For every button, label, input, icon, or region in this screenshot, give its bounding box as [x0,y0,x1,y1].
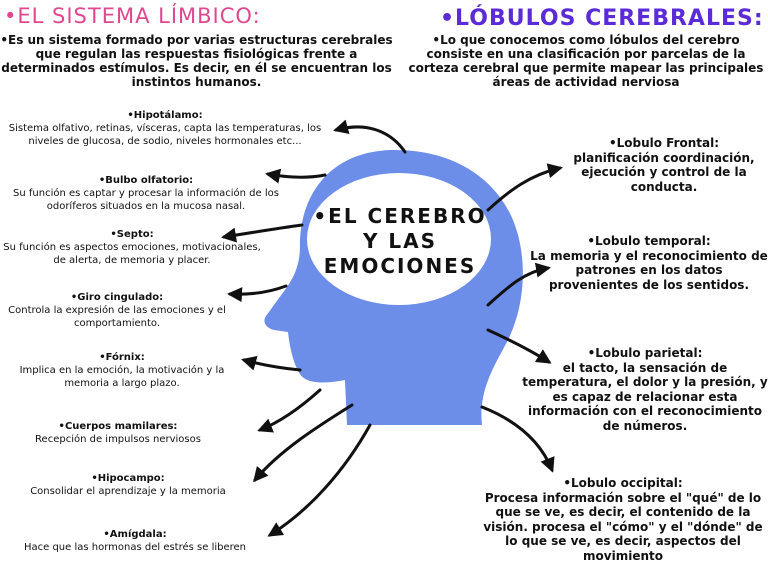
arrow-hipocampo [253,403,354,483]
arrow-frontal [486,163,563,212]
limbic-item-hipotalamo: •Hipotálamo: Sistema olfativo, retinas, … [0,109,330,148]
limbic-item-head: •Amígdala: [103,529,167,540]
limbic-item-head: •Hipocampo: [91,473,165,484]
limbic-item-body: Recepción de impulsos nerviosos [35,434,201,445]
lobe-item-body: Procesa información sobre el "qué" de lo… [483,490,763,563]
limbic-item-body: Sistema olfativo, retinas, vísceras, cap… [8,123,322,147]
limbic-item-bulbo: •Bulbo olfatorio: Su función es captar y… [0,174,292,213]
limbic-item-body: Controla la expresión de las emociones y… [8,305,226,329]
limbic-item-head: •Cuerpos mamilares: [58,421,178,432]
lobe-item-frontal: •Lobulo Frontal: planificación coordinac… [568,136,760,194]
limbic-item-body: Implica en la emoción, la motivación y l… [19,365,225,389]
lobe-item-body: el tacto, la sensación de temperatura, e… [522,360,768,433]
center-line-3: EMOCIONES [323,254,477,278]
lobes-intro: •Lo que conocemos como lóbulos del cereb… [408,33,764,89]
limbic-intro: •Es un sistema formado por varias estruc… [0,33,393,89]
lobe-item-body: La memoria y el reconocimiento de patron… [530,248,768,292]
lobe-item-head: •Lobulo occipital: [563,476,683,490]
arrow-temporal [486,262,551,307]
limbic-item-hipocampo: •Hipocampo: Consolidar el aprendizaje y … [0,472,256,498]
lobe-item-head: •Lobulo Frontal: [608,136,720,150]
lobe-item-temporal: •Lobulo temporal: La memoria y el recono… [530,234,768,292]
head-bubble [307,173,491,305]
arrow-giro [227,284,288,303]
limbic-item-body: Hace que las hormonas del estrés se libe… [23,542,247,553]
arrow-fornix [241,355,302,372]
arrow-mamilares [257,388,322,433]
limbic-item-head: •Fórnix: [99,352,145,363]
limbic-item-head: •Septo: [110,229,154,240]
lobe-item-parietal: •Lobulo parietal: el tacto, la sensación… [522,346,768,433]
center-title: •EL CEREBRO Y LAS EMOCIONES [300,204,500,279]
center-line-2: Y LAS [362,229,438,253]
limbic-item-head: •Bulbo olfatorio: [98,175,194,186]
limbic-item-body: Consolidar el aprendizaje y la memoria [30,486,226,497]
limbic-title: •EL SISTEMA LÍMBICO: [4,4,261,28]
arrow-occipital [480,405,555,473]
arrow-bulbo [265,168,327,184]
lobe-item-body: planificación coordinación, ejecución y … [573,150,755,194]
limbic-item-body: Su función es aspectos emociones, motiva… [3,242,261,266]
limbic-item-amigdala: •Amígdala: Hace que las hormonas del est… [0,528,270,554]
limbic-item-fornix: •Fórnix: Implica en la emoción, la motiv… [0,351,244,390]
limbic-item-mamilares: •Cuerpos mamilares: Recepción de impulso… [0,420,236,446]
limbic-item-septo: •Septo: Su función es aspectos emociones… [0,228,264,267]
limbic-item-head: •Giro cingulado: [70,292,164,303]
limbic-item-head: •Hipotálamo: [127,110,203,121]
arrow-hipotalamo [333,119,407,154]
limbic-item-body: Su función es captar y procesar la infor… [13,188,279,212]
limbic-item-giro: •Giro cingulado: Controla la expresión d… [0,291,234,330]
lobes-title: •LÓBULOS CEREBRALES: [440,6,764,31]
lobe-item-head: •Lobulo parietal: [587,346,703,360]
lobe-item-head: •Lobulo temporal: [587,234,711,248]
center-line-1: •EL CEREBRO [313,204,487,228]
arrow-septo [221,223,304,243]
arrow-parietal [486,328,552,364]
arrow-amigdala [267,423,372,537]
lobe-item-occipital: •Lobulo occipital: Procesa información s… [478,476,768,563]
